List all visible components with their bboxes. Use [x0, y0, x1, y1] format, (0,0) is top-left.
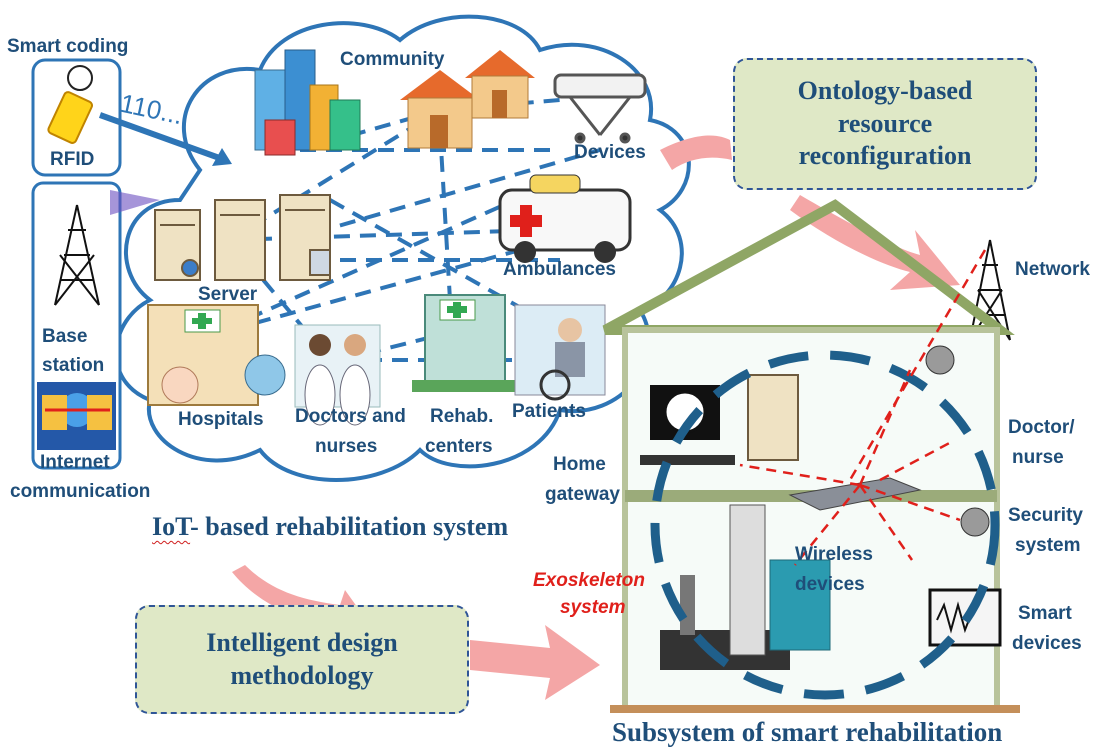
security-line2: system [1015, 535, 1081, 556]
house-icon [400, 70, 480, 149]
code-arrow [98, 112, 232, 166]
iot-title-prefix: IoT [152, 512, 191, 541]
server-label: Server [198, 284, 258, 305]
devices-label: Devices [574, 142, 646, 163]
arrow-to-ontology [660, 135, 732, 170]
patients-label: Patients [512, 401, 586, 422]
doctors-line1: Doctors and [295, 406, 406, 427]
doctors-line2: nurses [315, 436, 378, 457]
security-camera-icon [925, 345, 990, 537]
internet-line1: Internet [40, 452, 110, 473]
subsystem-title: Subsystem of smart rehabilitation [612, 717, 1003, 747]
design-methodology-box: Intelligent design methodology [135, 605, 469, 714]
house-icon [465, 50, 535, 119]
internet-line2: communication [10, 481, 151, 502]
stretcher-icon [553, 73, 647, 144]
server-icon [154, 194, 331, 281]
base-station-line2: station [42, 355, 105, 376]
wireless-line2: devices [795, 574, 865, 595]
design-line2: methodology [230, 660, 374, 690]
ambulance-icon [498, 174, 632, 263]
home-gateway-line2: gateway [545, 484, 620, 505]
rehab-line2: centers [425, 436, 493, 457]
rehab-center-icon [412, 294, 517, 392]
iot-system-title: IoT- based rehabilitation system [152, 512, 508, 542]
home-gateway-line1: Home [553, 454, 606, 475]
hospitals-label: Hospitals [178, 409, 264, 430]
wireless-range-circle [650, 350, 1000, 700]
smart-devices-line2: devices [1012, 633, 1082, 654]
smart-devices-line1: Smart [1018, 603, 1072, 624]
community-label: Community [340, 49, 445, 70]
rehab-line1: Rehab. [430, 406, 494, 427]
doctor-nurse-line2: nurse [1012, 447, 1064, 468]
base-station-line1: Base [42, 326, 88, 347]
patient-icon [514, 304, 606, 401]
treadmill-exoskeleton-icon [660, 504, 831, 670]
exoskeleton-line2: system [560, 597, 626, 618]
community-building-icon [254, 49, 361, 156]
security-line1: Security [1008, 505, 1083, 526]
ontology-line1: Ontology-based [797, 76, 973, 106]
design-line1: Intelligent design [206, 628, 398, 657]
rfid-label: RFID [50, 149, 95, 170]
wireless-links [739, 249, 987, 566]
ontology-line2: resource [837, 108, 933, 138]
wireless-line1: Wireless [795, 544, 873, 565]
iot-title-rest: - based rehabilitation system [190, 512, 509, 541]
ambulances-label: Ambulances [503, 259, 616, 280]
computer-icon [640, 374, 799, 465]
ontology-line3: reconfiguration [798, 141, 972, 171]
doctors-icon [294, 324, 381, 426]
base-station-panel [31, 181, 160, 470]
rfid-panel [31, 58, 122, 177]
smart-coding-label: Smart coding [7, 36, 129, 57]
exoskeleton-line1: Exoskeleton [533, 570, 645, 591]
hospital-icon [147, 304, 286, 406]
network-label: Network [1015, 259, 1090, 280]
arrow-to-subsystem [470, 625, 600, 700]
doctor-nurse-line1: Doctor/ [1008, 417, 1075, 438]
